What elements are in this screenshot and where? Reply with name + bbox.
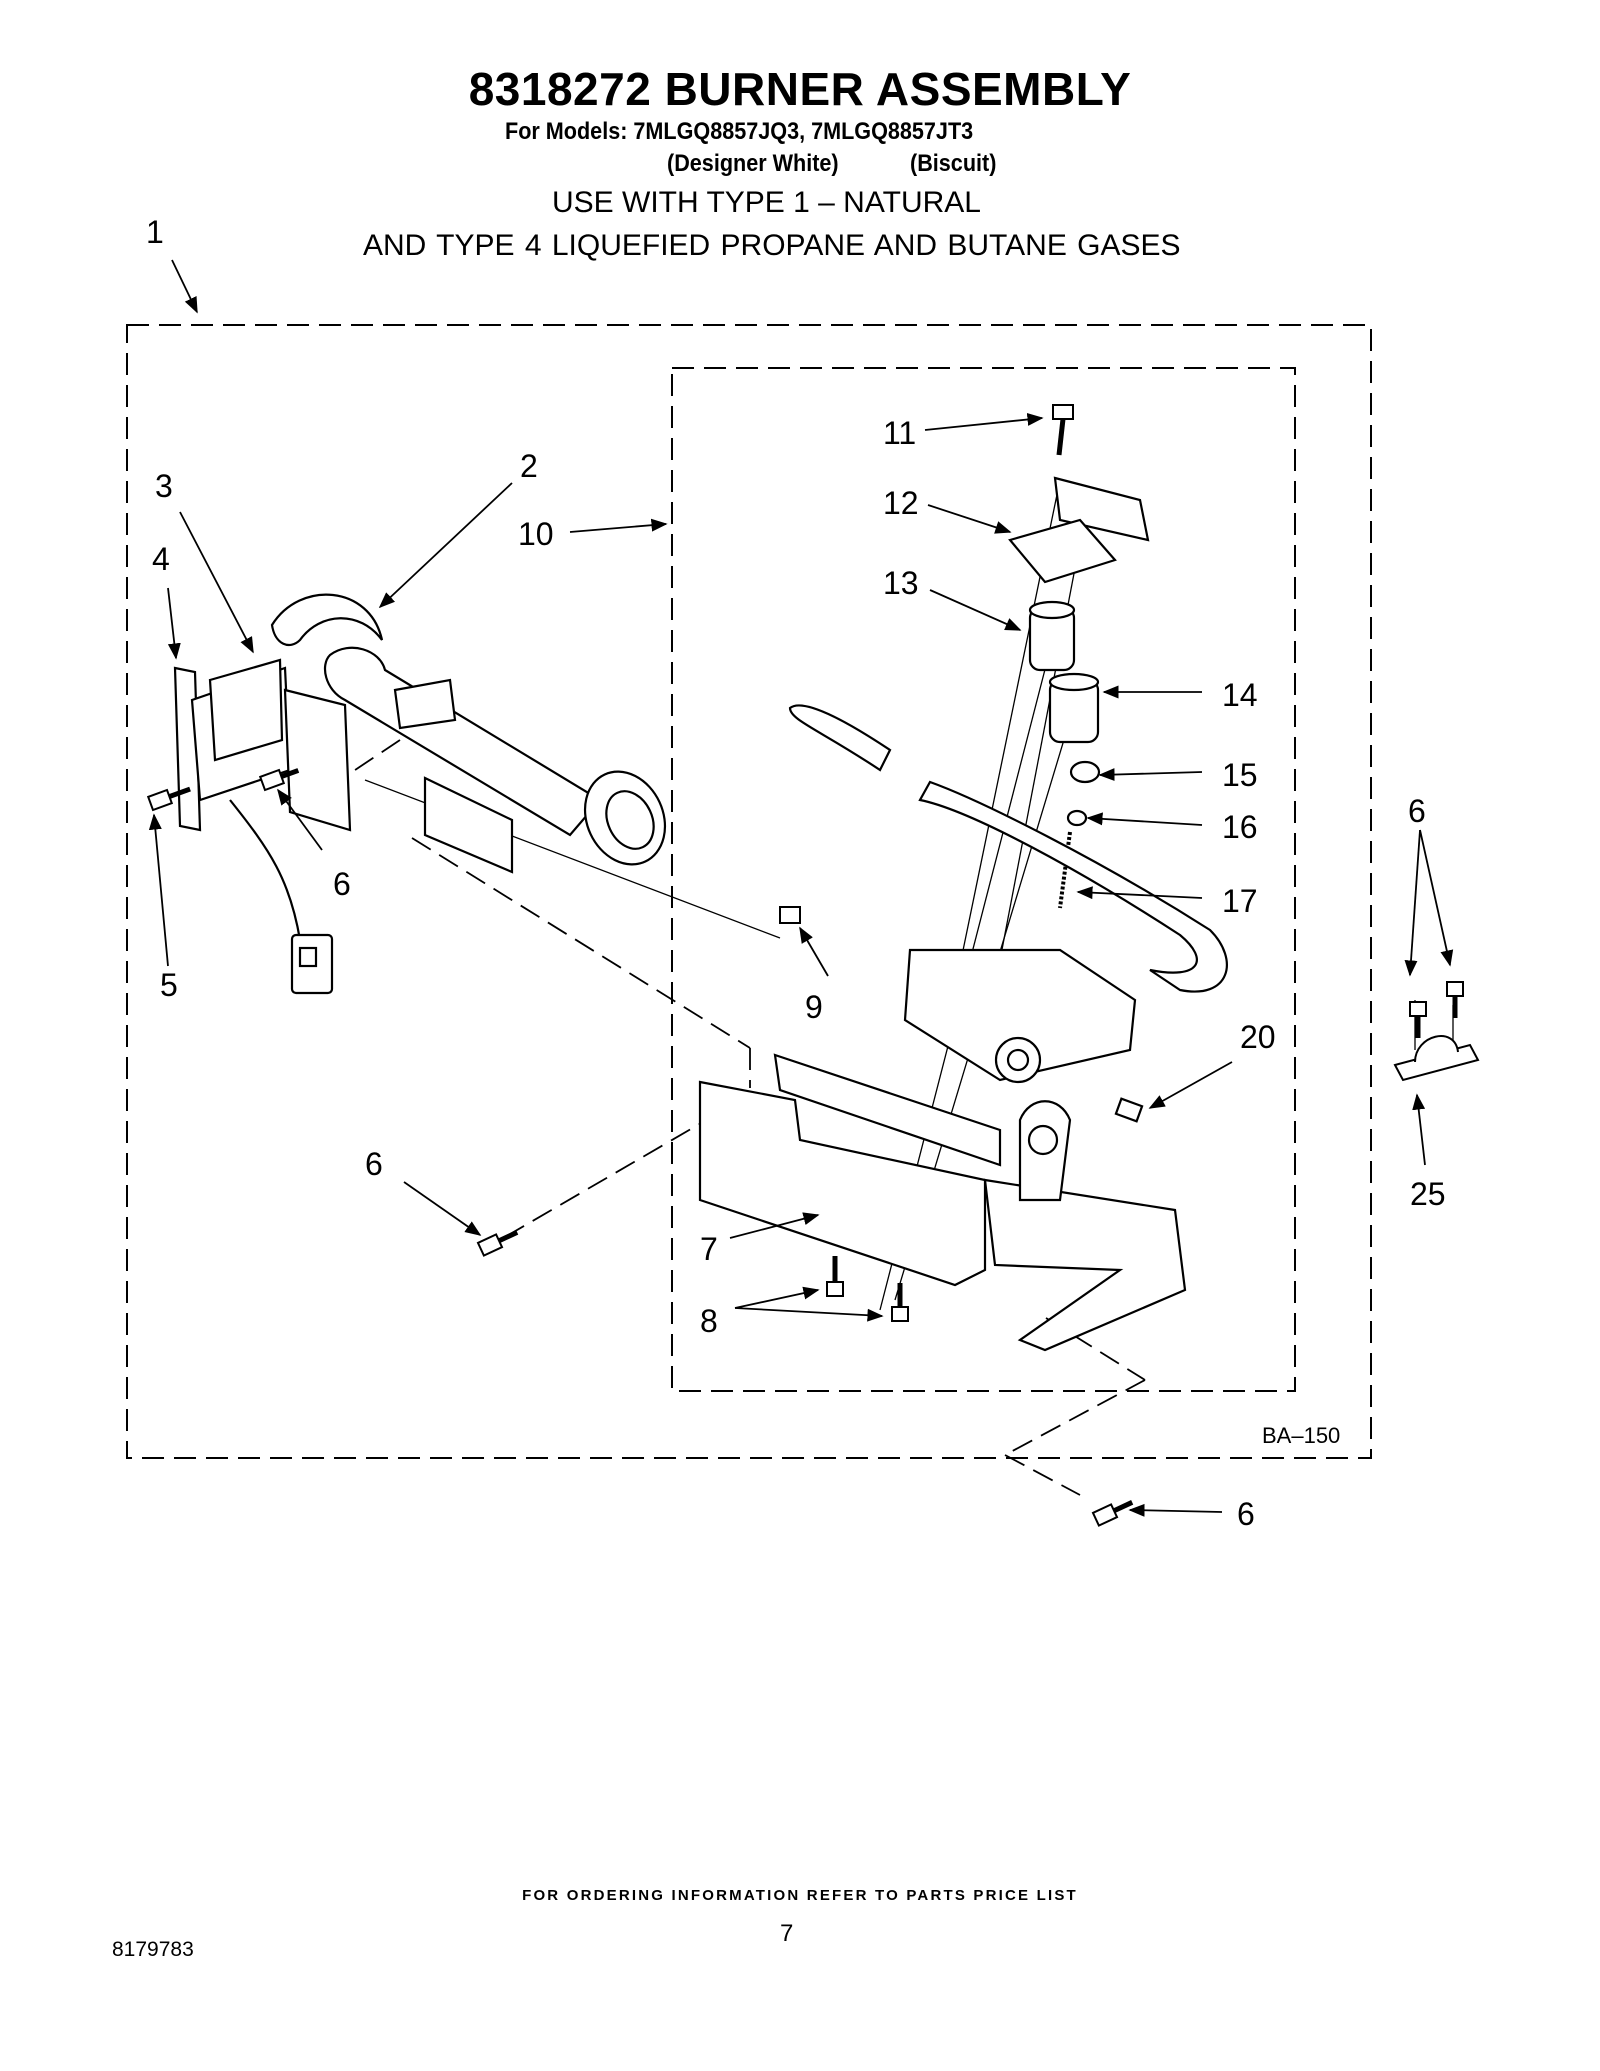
callout-15: 15: [1222, 757, 1258, 793]
burner-bracket: [698, 1053, 1187, 1352]
ordering-note: FOR ORDERING INFORMATION REFER TO PARTS …: [522, 1887, 1078, 1904]
callout-6-bottom-left: 6: [365, 1146, 383, 1182]
callout-6-right: 6: [1408, 793, 1426, 829]
assembly-dashed-lines: [354, 739, 1146, 1496]
page-title: 8318272 BURNER ASSEMBLY: [468, 63, 1132, 115]
callout-8: 8: [700, 1303, 718, 1339]
callout-14: 14: [1222, 677, 1258, 713]
valve-components: [788, 476, 1228, 1123]
callout-5: 5: [160, 967, 178, 1003]
callout-3: 3: [155, 468, 173, 504]
assembly-boundary-inner: [671, 367, 1296, 1392]
callout-2: 2: [520, 448, 538, 484]
model-color-designer-white: (Designer White): [667, 150, 839, 177]
page-number: 7: [780, 1920, 794, 1947]
gas-type-line-2: AND TYPE 4 LIQUEFIED PROPANE AND BUTANE …: [363, 229, 1181, 262]
leader-lines: [148, 259, 1454, 1517]
callout-20: 20: [1240, 1019, 1276, 1055]
diagram-reference-code: BA–150: [1262, 1423, 1340, 1448]
document-number: 8179783: [112, 1938, 194, 1961]
callout-12: 12: [883, 485, 919, 521]
callout-17: 17: [1222, 883, 1258, 919]
model-color-biscuit: (Biscuit): [910, 150, 997, 177]
callout-6-bottom: 6: [1237, 1496, 1255, 1532]
callout-10: 10: [518, 516, 554, 552]
assembly-boundary-outer: [126, 324, 1372, 1459]
callout-13: 13: [883, 565, 919, 601]
callout-16: 16: [1222, 809, 1258, 845]
callout-6-left: 6: [333, 866, 351, 902]
screws: [146, 404, 1464, 1527]
callout-25: 25: [1410, 1176, 1446, 1212]
igniter-bracket: [173, 658, 352, 995]
wire-clamp: [1393, 1035, 1480, 1082]
callout-11: 11: [883, 415, 916, 451]
callout-7: 7: [700, 1231, 718, 1267]
callout-9: 9: [805, 989, 823, 1025]
callout-1: 1: [146, 214, 164, 250]
burner-tube: [270, 593, 667, 874]
gas-type-line-1: USE WITH TYPE 1 – NATURAL: [552, 186, 981, 219]
models-line: For Models: 7MLGQ8857JQ3, 7MLGQ8857JT3: [505, 118, 974, 145]
callout-4: 4: [152, 541, 170, 577]
